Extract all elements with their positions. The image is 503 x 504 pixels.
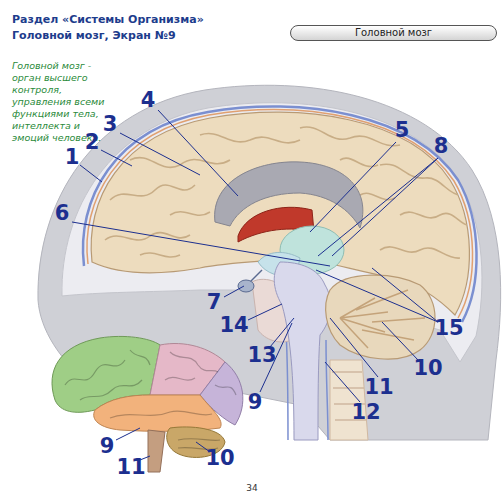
gyri [300,127,400,146]
gyri [400,212,468,225]
leader-lines [72,222,330,266]
callout-number: 2 [85,131,100,153]
header-tab: Головной мозг [290,25,497,41]
gyri [130,158,230,168]
pituitary [238,280,254,292]
leader-lines [120,133,200,175]
callout-number: 13 [247,344,276,366]
leader-lines [318,158,438,256]
callout-number: 9 [100,435,115,457]
small-gyri [110,411,212,418]
brainstem-group [238,262,435,440]
callout-number: 7 [207,291,222,313]
description-box: Головной мозг - орган высшего контроля, … [12,60,226,162]
callout-number: 10 [205,447,234,469]
leader-lines [310,142,396,232]
small-gyri [170,352,218,372]
small-gyri [65,360,125,385]
gyri [380,164,460,195]
callout-number: 6 [55,202,70,224]
small-gyri [215,385,236,395]
wrap-spacer [108,72,226,162]
callout-number: 14 [219,314,248,336]
gyri [340,158,378,166]
leader-lines [158,110,238,196]
callout-number: 4 [141,89,156,111]
leader-lines [248,304,282,320]
page-number: 34 [246,483,257,493]
gyri [110,185,195,200]
brainstem [274,262,330,440]
callout-number: 12 [351,401,380,423]
small-gyri [130,350,150,365]
temporal-lobe [94,395,221,431]
callout-number: 11 [364,376,393,398]
neck-tissue [330,360,368,440]
gyri [360,193,395,199]
leader-lines [80,165,102,182]
callout-number: 1 [65,146,80,168]
gyri [200,133,300,142]
gyri [140,253,180,257]
leader-lines [224,286,244,297]
callout-number: 9 [248,391,263,413]
small-gyri [65,350,236,449]
callout-number: 3 [103,113,118,135]
gyri [105,233,190,240]
gyri [170,212,210,216]
leader-lines [325,362,360,402]
skull [62,103,482,362]
callout-number: 10 [413,357,442,379]
small-gyri [80,380,142,400]
callout-number: 5 [395,119,410,141]
pituitary-stalk [250,270,262,282]
header-text: Головной мозг [355,27,432,39]
head-section [38,85,501,440]
callout-number: 11 [116,456,145,478]
callout-number: 15 [434,317,463,339]
leader-lines [101,150,132,166]
leader-lines [316,268,438,322]
gyri [380,247,460,258]
leader-lines [270,318,294,347]
cerebellum [326,275,435,359]
leader-lines [382,322,418,360]
leader-lines [330,318,378,377]
small-gyri [165,377,195,380]
lateral-brain [52,336,243,472]
callout-number: 8 [434,135,449,157]
skin [38,85,501,440]
section-title: Раздел «Системы Организма» Головной мозг… [12,12,208,44]
small-brainstem [148,430,165,472]
